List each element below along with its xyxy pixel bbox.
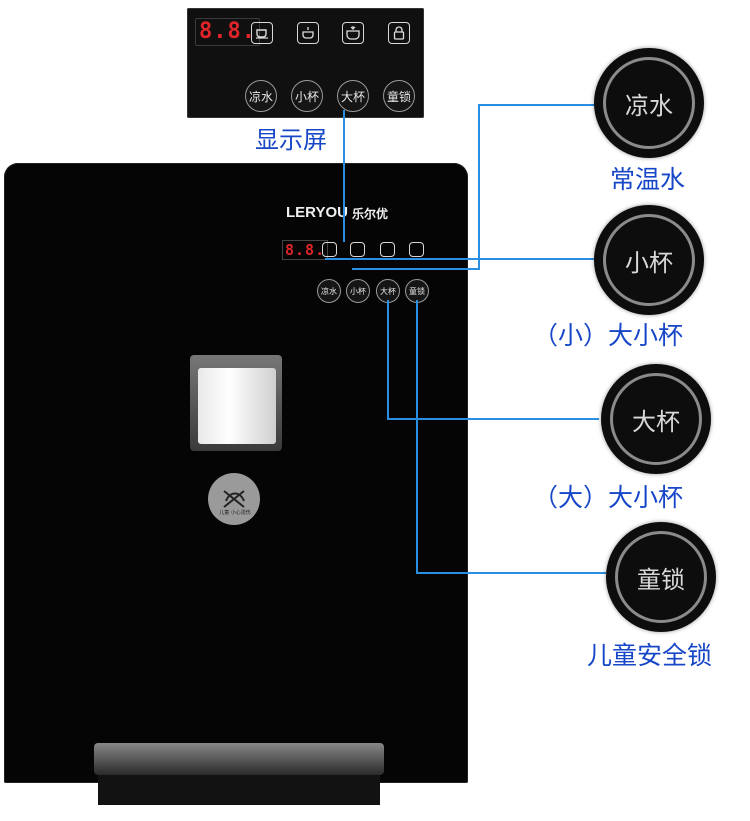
display-leader-line <box>343 110 345 242</box>
machine-large-cup-icon <box>380 242 395 257</box>
drip-tray-base <box>98 775 380 805</box>
lock-leader-h <box>416 572 606 574</box>
drip-tray <box>94 743 384 775</box>
child-lock-caption: 儿童安全锁 <box>587 641 713 670</box>
machine-large-cup-button[interactable]: 大杯 <box>376 279 400 303</box>
small-cup-caption: （小）大小杯 <box>533 321 684 350</box>
cool-water-callout: 凉水 <box>594 48 704 158</box>
cool-water-caption: 常温水 <box>610 165 686 194</box>
cool-water-button[interactable]: 凉水 <box>245 80 277 112</box>
large-cup-callout: 大杯 <box>601 364 711 474</box>
large-cup-icon <box>342 22 364 44</box>
lock-leader-v <box>416 300 418 574</box>
cool-water-callout-label: 凉水 <box>603 57 695 149</box>
large-cup-caption: （大）大小杯 <box>533 483 684 512</box>
large-leader-h <box>387 418 599 420</box>
display-caption: 显示屏 <box>255 126 327 154</box>
small-cup-button[interactable]: 小杯 <box>291 80 323 112</box>
child-lock-button[interactable]: 童锁 <box>383 80 415 112</box>
large-cup-button[interactable]: 大杯 <box>337 80 369 112</box>
machine-digit-display: 8.8. <box>282 240 329 260</box>
machine-cool-water-button[interactable]: 凉水 <box>317 279 341 303</box>
safety-badge-text: 儿童 小心烫伤 <box>219 510 251 516</box>
spout-cover <box>198 368 276 444</box>
small-cup-callout-label: 小杯 <box>603 214 695 306</box>
small-cup-icon <box>297 22 319 44</box>
cool-leader-v <box>478 104 480 268</box>
cool-leader-h <box>325 258 595 260</box>
child-lock-callout-label: 童锁 <box>615 531 707 623</box>
small-cup-callout: 小杯 <box>594 205 704 315</box>
safety-badge <box>208 473 260 525</box>
cool-leader-top <box>478 104 596 106</box>
child-burn-warning-icon <box>223 490 245 508</box>
brand-cn: 乐尔优 <box>352 207 389 221</box>
small-leader-h <box>352 268 480 270</box>
digit-display: 8.8. <box>195 18 260 46</box>
machine-small-cup-icon <box>350 242 365 257</box>
child-lock-callout: 童锁 <box>606 522 716 632</box>
display-panel-zoom: 8.8. 凉水 小杯 大杯 童锁 <box>187 8 424 118</box>
machine-small-cup-button[interactable]: 小杯 <box>346 279 370 303</box>
machine-lock-icon <box>409 242 424 257</box>
lock-icon <box>388 22 410 44</box>
cup-icon <box>251 22 273 44</box>
machine-child-lock-button[interactable]: 童锁 <box>405 279 429 303</box>
large-cup-callout-label: 大杯 <box>610 373 702 465</box>
large-leader-v <box>387 300 389 420</box>
brand-logo: LERYOU <box>286 204 348 221</box>
machine-cup-icon <box>322 242 337 257</box>
